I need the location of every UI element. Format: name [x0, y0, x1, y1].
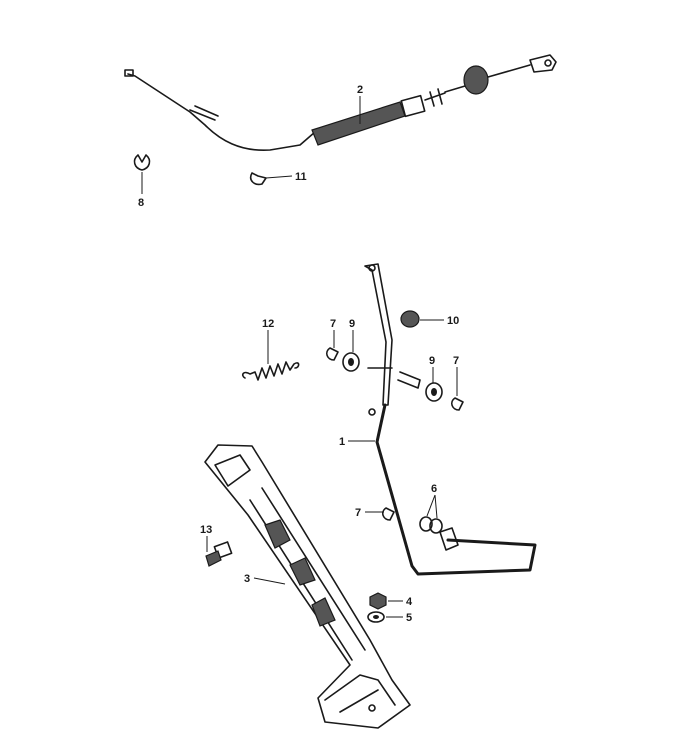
washer-9-upper-right	[425, 382, 443, 402]
callout-12: 12	[262, 318, 274, 330]
clip-11	[249, 172, 267, 186]
callout-8: 8	[138, 197, 144, 209]
nut-4	[369, 592, 387, 610]
callout-9: 9	[349, 318, 355, 330]
clip-8	[133, 154, 151, 171]
callout-1: 1	[339, 436, 345, 448]
callout-10: 10	[447, 315, 459, 327]
callout-2: 2	[357, 84, 363, 96]
callout-13: 13	[200, 524, 212, 536]
callout-5: 5	[406, 612, 412, 624]
clip-7-upper-right	[450, 397, 464, 411]
callout-6: 6	[431, 483, 437, 495]
callout-3: 3	[244, 573, 250, 585]
clip-7-lower	[381, 507, 395, 521]
washer-5	[367, 611, 385, 623]
bushings-6	[419, 516, 443, 534]
washer-9-upper-left	[342, 352, 360, 372]
callout-4: 4	[406, 596, 413, 608]
grommet-10	[400, 310, 420, 328]
clip-7-upper-left	[325, 347, 339, 361]
return-spring	[242, 361, 300, 381]
bolt-13	[205, 541, 233, 567]
callout-7c: 7	[355, 507, 361, 519]
accelerator-pedal	[204, 444, 411, 729]
callout-7: 7	[330, 318, 336, 330]
throttle-cable	[124, 54, 557, 151]
callout-7b: 7	[453, 355, 459, 367]
callout-11: 11	[295, 171, 307, 183]
callout-9b: 9	[429, 355, 435, 367]
leader-lines	[141, 96, 458, 618]
pedal-lever	[364, 263, 537, 576]
